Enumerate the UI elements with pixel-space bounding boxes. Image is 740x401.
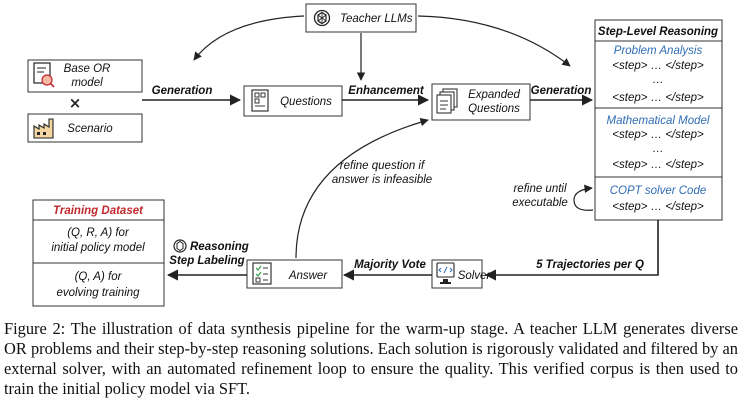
scenario-label: Scenario xyxy=(67,123,113,135)
times-symbol: × xyxy=(69,94,82,112)
generation-label: Generation xyxy=(152,85,213,97)
reasoning-label-line2: Step Labeling xyxy=(169,255,244,267)
questions-node: Questions xyxy=(243,85,343,117)
training-dataset-title: Training Dataset xyxy=(53,205,144,217)
expanded-label-line1: Expanded xyxy=(468,89,520,101)
expanded-questions-node: Expanded Questions xyxy=(431,83,531,121)
solver-node: Solver xyxy=(431,259,492,289)
stacked-documents-icon xyxy=(436,88,458,114)
answer-node: Answer xyxy=(246,259,343,289)
refine-question-line2: answer is infeasible xyxy=(332,174,432,186)
refine-question-line1: refine question if xyxy=(340,160,426,172)
pa-ellipsis: … xyxy=(652,74,664,86)
openai-logo-icon xyxy=(173,239,187,253)
mm-ellipsis: … xyxy=(652,143,664,155)
training-set1-line1: (Q, R, A) for xyxy=(67,227,130,239)
questions-label: Questions xyxy=(280,96,332,108)
problem-analysis-label: Problem Analysis xyxy=(614,45,703,57)
pipeline-diagram: Teacher LLMs Base OR model × Scenario Ge… xyxy=(27,3,723,307)
solver-label: Solver xyxy=(458,270,492,282)
factory-icon xyxy=(33,118,54,139)
base-or-label-line2: model xyxy=(71,77,103,89)
training-set2-line2: evolving training xyxy=(56,287,140,299)
expanded-label-line2: Questions xyxy=(468,103,520,115)
majority-vote-label: Majority Vote xyxy=(354,259,426,271)
teacher-to-generation2-arrow xyxy=(417,15,571,67)
pa-step-1: <step> … </step> xyxy=(612,60,704,72)
training-dataset-panel: Training Dataset (Q, R, A) for initial p… xyxy=(32,199,165,307)
checklist-icon xyxy=(252,262,272,285)
form-document-icon xyxy=(251,89,269,112)
training-set2-line1: (Q, A) for xyxy=(75,271,123,283)
refine-until-line1: refine until xyxy=(513,183,567,195)
copt-step: <step> … </step> xyxy=(612,201,704,213)
teacher-to-generation-arrow xyxy=(193,15,305,61)
scenario-node: Scenario xyxy=(27,113,143,143)
mm-step-2: <step> … </step> xyxy=(612,159,704,171)
refine-question-arrow xyxy=(295,118,429,259)
teacher-llms-label: Teacher LLMs xyxy=(340,13,413,25)
generation2-label: Generation xyxy=(531,85,592,97)
mathematical-model-label: Mathematical Model xyxy=(607,115,710,127)
base-or-model-node: Base OR model xyxy=(27,59,143,93)
step-panel-title: Step-Level Reasoning xyxy=(598,26,718,38)
mm-step-1: <step> … </step> xyxy=(612,129,704,141)
pa-step-2: <step> … </step> xyxy=(612,92,704,104)
training-set1-line2: initial policy model xyxy=(51,242,145,254)
document-search-icon xyxy=(33,62,55,88)
refine-until-arrow xyxy=(573,184,594,211)
code-terminal-icon xyxy=(436,262,455,284)
answer-label: Answer xyxy=(288,270,329,282)
trajectories-arrow xyxy=(484,220,659,281)
refine-until-line2: executable xyxy=(512,197,568,209)
reasoning-label-line1: Reasoning xyxy=(190,241,249,253)
openai-logo-icon xyxy=(313,9,331,27)
copt-code-label: COPT solver Code xyxy=(610,185,707,197)
teacher-llms-node: Teacher LLMs xyxy=(305,3,417,33)
trajectories-label: 5 Trajectories per Q xyxy=(536,259,644,271)
step-level-reasoning-panel: Step-Level Reasoning Problem Analysis <s… xyxy=(594,19,723,221)
base-or-label-line1: Base OR xyxy=(64,63,111,75)
enhancement-label: Enhancement xyxy=(348,85,425,97)
figure-caption: Figure 2: The illustration of data synth… xyxy=(4,319,738,398)
